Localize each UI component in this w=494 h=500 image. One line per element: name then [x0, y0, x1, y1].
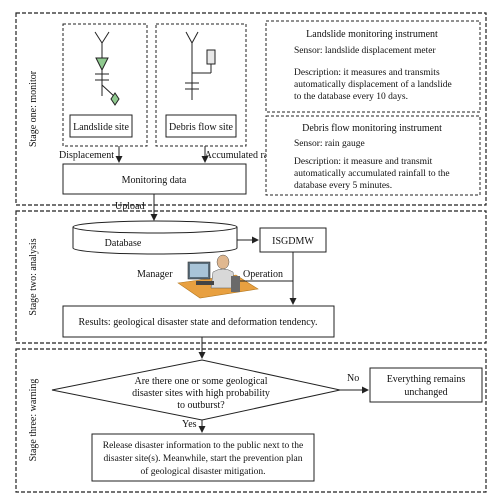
debris-site-label: Debris flow site: [169, 122, 233, 133]
landslide-instrument-desc-3: to the database every 10 days.: [294, 92, 408, 102]
landslide-sensor-icon: [94, 31, 120, 106]
stage-two-label: Stage two: analysis: [28, 238, 39, 315]
stage-three-label: Stage three: warning: [28, 379, 39, 462]
landslide-instrument-title: Landslide monitoring instrument: [306, 29, 438, 40]
debris-instrument-title: Debris flow monitoring instrument: [302, 123, 442, 134]
landslide-site-label: Landslide site: [73, 122, 129, 133]
decision-line-1: Are there one or some geological: [134, 376, 267, 387]
debris-site-box: [165, 114, 237, 138]
landslide-site-frame: [62, 23, 148, 147]
accumulated-rainfall-label: Accumulated rainfall: [205, 150, 290, 161]
results-box: [62, 305, 335, 338]
landslide-instrument-box: [265, 20, 481, 113]
decision-line-2: disaster sites with high probability: [132, 388, 270, 399]
no-label: No: [347, 373, 359, 384]
results-label: Results: geological disaster state and d…: [78, 317, 317, 328]
database-cylinder: [72, 220, 238, 255]
monitoring-data-label: Monitoring data: [122, 175, 187, 186]
unchanged-line-2: unchanged: [404, 387, 447, 398]
displacement-label: Displacement: [59, 150, 114, 161]
debris-instrument-desc-3: database every 5 minutes.: [294, 181, 392, 191]
landslide-instrument-desc-2: automatically displacement of a landslid…: [294, 79, 452, 90]
landslide-site-box: [69, 114, 133, 138]
manager-label: Manager: [137, 269, 173, 280]
monitoring-data-box: [62, 163, 247, 195]
stage-three-frame: [15, 348, 487, 493]
stage-two-frame: [15, 210, 487, 344]
debris-instrument-sensor: Sensor: rain gauge: [294, 139, 365, 149]
release-line-1: Release disaster information to the publ…: [103, 440, 304, 451]
debris-instrument-box: [265, 115, 481, 196]
stage-one-label: Stage one: monitor: [28, 70, 39, 147]
operation-label: Operation: [243, 269, 283, 280]
decision-line-3: to outburst?: [177, 400, 225, 411]
upload-label: Upload: [115, 201, 144, 212]
isgdmw-label: ISGDMW: [272, 236, 314, 247]
manager-at-computer-icon: [177, 254, 259, 299]
debris-instrument-desc-1: Description: it measure and transmit: [294, 157, 433, 167]
release-line-3: of geological disaster mitigation.: [140, 466, 265, 477]
landslide-instrument-sensor: Sensor: landslide displacement meter: [294, 46, 437, 56]
debris-site-frame: [155, 23, 247, 147]
database-label: Database: [105, 238, 142, 249]
yes-label: Yes: [182, 419, 197, 430]
release-line-2: disaster site(s). Meanwhile, start the p…: [104, 453, 303, 464]
stage-one-frame: [15, 12, 487, 206]
rain-gauge-icon: [185, 31, 216, 100]
release-box: [91, 433, 315, 482]
debris-instrument-desc-2: automatically accumulated rainfall to th…: [294, 168, 450, 179]
unchanged-line-1: Everything remains: [387, 374, 466, 385]
unchanged-box: [369, 367, 483, 403]
landslide-instrument-desc-1: Description: it measures and transmits: [294, 68, 440, 78]
